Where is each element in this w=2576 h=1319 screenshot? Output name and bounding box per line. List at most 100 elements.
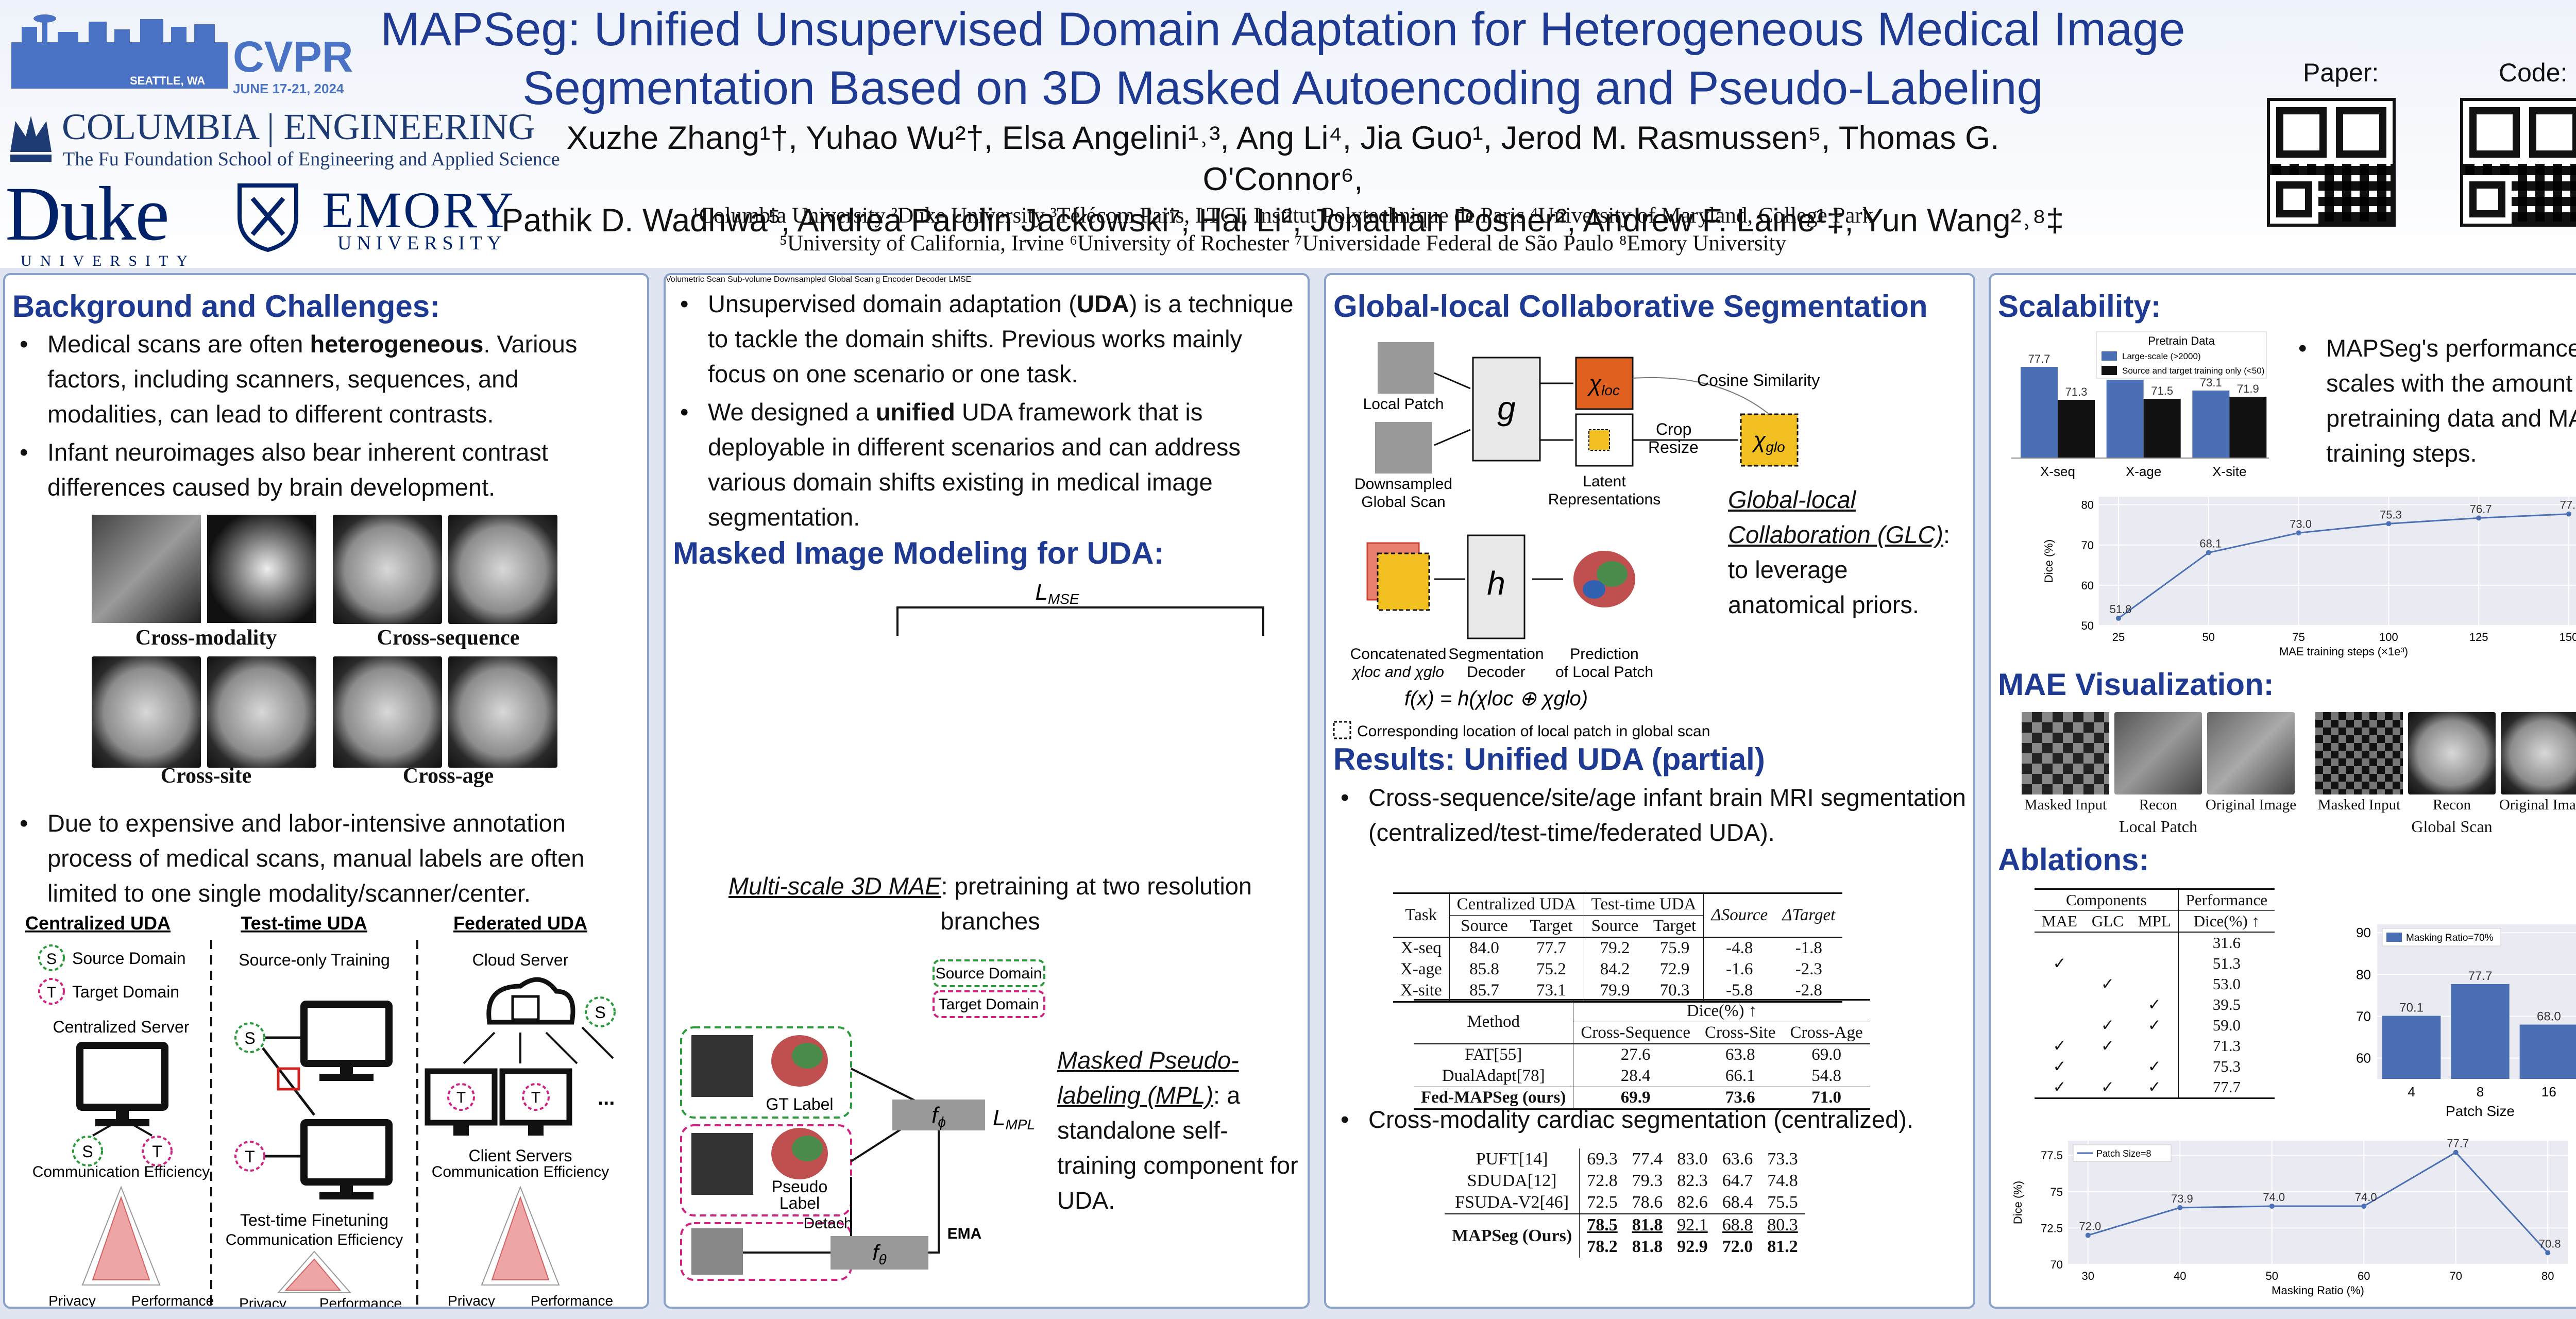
t2-col: Cross-Site — [1704, 1023, 1776, 1042]
x-tick-label: 25 — [2112, 631, 2125, 644]
corr-label: Corresponding location of local patch in… — [1357, 723, 1710, 740]
code-label: Code: — [2499, 58, 2568, 87]
legend-title: Pretrain Data — [2148, 334, 2215, 347]
t1-sub: Source — [1449, 915, 1519, 937]
local-patch-image — [1378, 342, 1434, 394]
x-loc-block — [1575, 357, 1634, 410]
data-point — [2269, 1204, 2275, 1209]
table-cell: -2.3 — [1795, 960, 1822, 978]
table-cell: 54.8 — [1811, 1067, 1841, 1085]
table-cell: 84.2 — [1583, 959, 1646, 980]
table-cell: 85.8 — [1449, 959, 1519, 980]
lmse-bottom: LMSE — [948, 275, 972, 284]
local-original-image — [2207, 712, 2295, 794]
table-cell: 75.5 — [1767, 1193, 1798, 1212]
x-tick-label: 50 — [2266, 1270, 2278, 1282]
x-axis-label: MAE training steps (×1e³) — [2279, 645, 2408, 658]
f-theta-block — [831, 1236, 928, 1270]
results-heading: Results: Unified UDA (partial) — [1333, 742, 1765, 776]
label-federated-uda: Federated UDA — [453, 912, 587, 934]
local-recon-image — [2114, 712, 2202, 794]
t-letter: T — [245, 1147, 255, 1166]
h-decoder — [1467, 534, 1526, 639]
y-tick-label: 72.5 — [2041, 1222, 2063, 1235]
poster-header: SEATTLE, WA CVPR JUNE 17-21, 2024 COLUMB… — [0, 0, 2576, 269]
y-tick-label: 50 — [2081, 619, 2094, 632]
subvolume-label: Sub-volume — [727, 275, 772, 284]
data-point — [2177, 1205, 2183, 1210]
masked-subvolume: g Encoder Decoder LMSE Multi-scale 3D MA… — [680, 275, 1298, 1281]
lock-icon — [277, 1067, 300, 1091]
table-cell: FSUDA-V2[46] — [1455, 1193, 1569, 1212]
authors-line-2: Pathik D. Wadhwa⁵, Andrea Parolin Jackow… — [501, 202, 2064, 239]
data-point — [2206, 550, 2211, 555]
table-cell: ✓ — [2100, 1078, 2114, 1096]
code-qr-code[interactable] — [2460, 98, 2576, 227]
x-axis-label: Patch Size — [2446, 1103, 2515, 1119]
performance-3: Performance — [531, 1293, 613, 1309]
bullet-heterogeneous: Medical scans are often heterogeneous. V… — [8, 327, 637, 432]
table-cell: 80.3 — [1767, 1215, 1798, 1235]
table-cell: MAPSeg (Ours) — [1452, 1226, 1572, 1245]
t1-centralized-header: Centralized UDA — [1449, 893, 1584, 916]
y-tick-label: 70 — [2081, 539, 2094, 552]
bullet-annotation: Due to expensive and labor-intensive ann… — [8, 806, 642, 911]
table-cell: PUFT[14] — [1476, 1149, 1548, 1169]
s-letter: S — [46, 951, 57, 968]
table-cell: -4.8 — [1703, 937, 1775, 959]
table-cell: ✓ — [2053, 1078, 2066, 1096]
table-cell: 78.2 — [1579, 1236, 1625, 1258]
b1-post: ) is a technique to tackle the domain sh… — [708, 290, 1294, 387]
table-cell: 71.3 — [2178, 1036, 2275, 1056]
table-cell: ✓ — [2100, 1016, 2114, 1034]
table-cell — [2084, 1056, 2131, 1077]
table-cell: 66.1 — [1725, 1067, 1755, 1085]
results-bullet-2: Cross-modality cardiac segmentation (cen… — [1329, 1102, 1968, 1140]
mae-diagram: LMSE — [896, 580, 1264, 636]
bar-value-label: 71.3 — [2065, 385, 2088, 398]
formula: f(x) = h(χloc ⊕ χglo) — [1404, 687, 1588, 710]
source-domain-icon — [38, 944, 65, 971]
b2-bold: unified — [875, 398, 955, 426]
y-tick-label: 75 — [2050, 1186, 2063, 1198]
table-cell — [2131, 932, 2178, 953]
bar — [2058, 400, 2095, 458]
table-cell: ✓ — [2147, 1078, 2161, 1096]
table-cell — [2084, 953, 2131, 974]
caption-cross-sequence: Cross-sequence — [377, 626, 520, 650]
label-text: Label — [779, 1194, 820, 1212]
table-cell: 72.0 — [1722, 1237, 1753, 1256]
cvpr-location: SEATTLE, WA — [130, 74, 205, 87]
t-letter: T — [47, 984, 56, 1001]
data-label: 74.0 — [2355, 1191, 2377, 1204]
table-cell: 64.7 — [1722, 1171, 1753, 1190]
x-tick-label: 4 — [2408, 1084, 2415, 1100]
abl-col: Dice(%) ↑ — [2178, 910, 2275, 932]
uda-scenarios-diagram: Centralized UDA Test-time UDA Federated … — [25, 912, 616, 1309]
paper-qr-code[interactable] — [2267, 98, 2396, 227]
legend-label: Large-scale (>2000) — [2122, 351, 2201, 361]
s-letter: S — [244, 1029, 255, 1047]
b2-post: UDA framework that is deployable in diff… — [708, 398, 1241, 531]
cvpr-logo: SEATTLE, WA CVPR JUNE 17-21, 2024 — [11, 11, 362, 99]
duke-logo: Duke UNIVERSITY — [5, 175, 191, 269]
cap-global-scan: Global Scan — [2411, 817, 2493, 836]
title-line-2: Segmentation Based on 3D Masked Autoenco… — [522, 62, 2043, 114]
affil-line-2: ⁵University of California, Irvine ⁶Unive… — [779, 231, 1786, 256]
caption-cross-modality: Cross-modality — [135, 626, 277, 650]
mpl-caption-title: Masked Pseudo-labeling (MPL) — [1057, 1046, 1239, 1109]
x-tick-label: 150 — [2560, 631, 2576, 644]
bar — [2021, 367, 2058, 458]
table-cell: 92.9 — [1677, 1237, 1708, 1256]
data-label: 68.1 — [2199, 537, 2222, 550]
global-scan-label: Global Scan — [1361, 494, 1445, 511]
x-tick-label: X-seq — [2040, 464, 2075, 479]
g-label: g — [875, 275, 880, 284]
glc-diagram: Local Patch Downsampled Global Scan g χl… — [1333, 342, 1820, 740]
data-label: 70.8 — [2539, 1237, 2561, 1250]
crown-icon — [10, 116, 52, 162]
